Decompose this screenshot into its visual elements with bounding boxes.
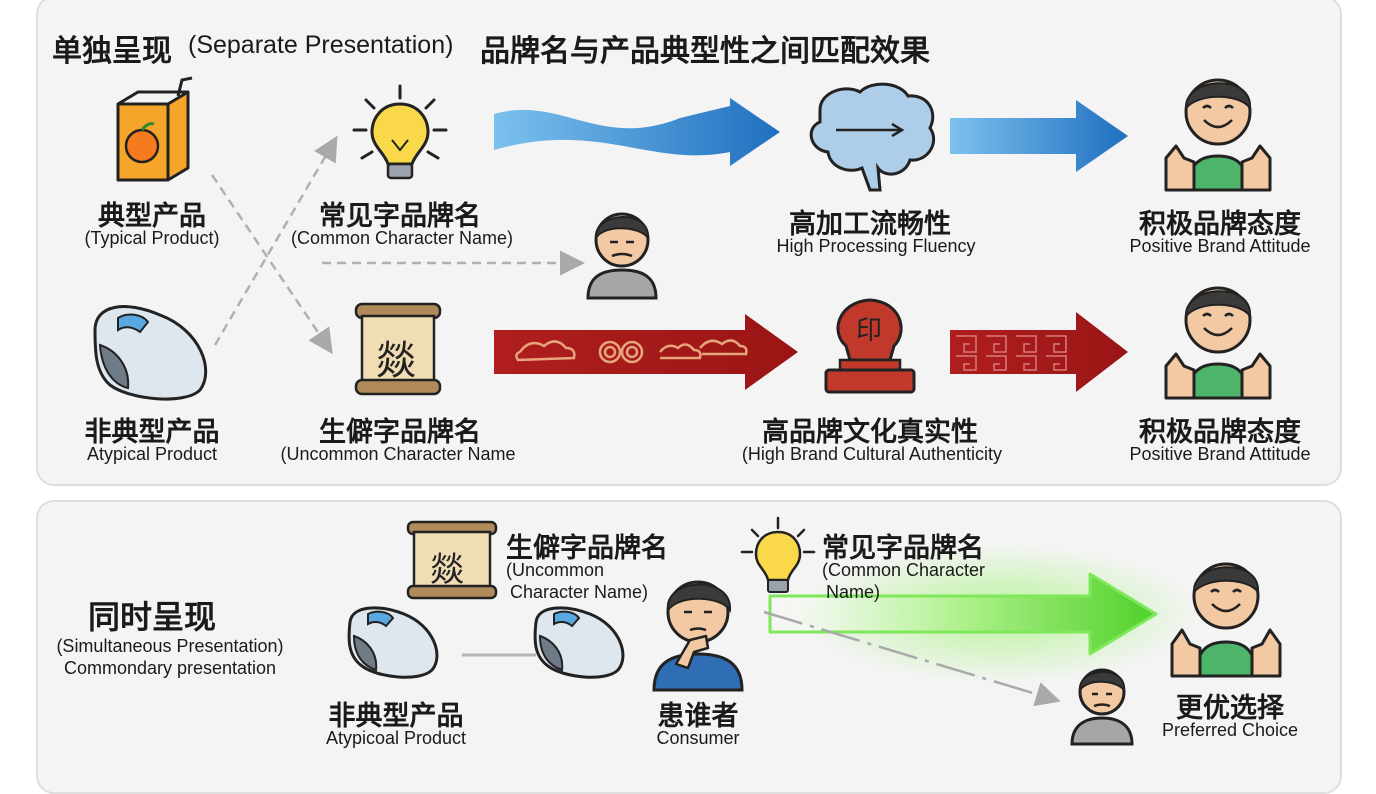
separate-presentation-panel — [36, 0, 1342, 486]
consumer-label: 患谁者 — [657, 701, 739, 732]
bottom-title-en-2: Commondary presentation — [63, 658, 277, 678]
uncommon-name-label: 生僻字品牌名 — [319, 417, 481, 448]
scroll-icon-uncommon — [354, 302, 442, 396]
attitude-label-1: 积极品牌态度 — [1139, 209, 1301, 240]
mouse-icon-atypical — [93, 305, 208, 401]
top-title-zh-2: 品牌名与产品典型性之间匹配效果 — [480, 34, 930, 69]
bottom-title-en-1: (Simultaneous Presentation) — [56, 636, 284, 656]
typical-product-en: (Typical Product) — [84, 228, 220, 248]
lightbulb-icon-bottom — [740, 516, 816, 593]
typical-product-label: 典型产品 — [98, 201, 206, 232]
atypical-product-label: 非典型产品 — [84, 417, 220, 448]
choice-label: 更优选择 — [1176, 693, 1284, 724]
neutral-person-icon-bottom — [1070, 668, 1134, 746]
dashed-cross-arrows — [210, 135, 585, 355]
dashed-arrow-to-neutral — [763, 610, 1061, 707]
brain-icon — [809, 82, 936, 192]
blue-wave-arrow — [494, 98, 780, 166]
bottom-atypical-product-label: 非典型产品 — [328, 701, 464, 732]
fluency-en: High Processing Fluency — [776, 236, 976, 256]
happy-person-icon-2 — [1164, 286, 1272, 400]
atypical-product-en: Atypical Product — [86, 444, 218, 464]
common-name-en: (Common Character Name) — [290, 228, 514, 248]
attitude-label-2: 积极品牌态度 — [1139, 417, 1301, 448]
bottom-uncommon-name-label: 生僻字品牌名 — [506, 533, 668, 564]
authenticity-en: (High Brand Cultural Authenticity — [741, 444, 1003, 464]
scroll-icon-bottom — [406, 520, 498, 600]
bottom-scroll-character: 燚 — [430, 550, 464, 590]
stamp-character: 印 — [856, 316, 883, 346]
authenticity-label: 高品牌文化真实性 — [762, 417, 978, 448]
red-cloud-arrow — [494, 314, 798, 390]
bottom-common-name-en-1: (Common Character — [822, 560, 986, 580]
top-title-en: (Separate Presentation) — [188, 31, 454, 59]
happy-person-icon-1 — [1164, 78, 1272, 192]
choice-en: Preferred Choice — [1161, 720, 1299, 740]
mouse-icon-bottom-1 — [347, 606, 439, 679]
neutral-person-icon — [586, 212, 658, 300]
consumer-en: Consumer — [656, 728, 740, 748]
fluency-label: 高加工流畅性 — [789, 209, 951, 240]
common-name-label: 常见字品牌名 — [319, 201, 481, 232]
uncommon-name-en: (Uncommon Character Name — [280, 444, 516, 464]
lightbulb-icon-common — [352, 84, 448, 180]
top-title-zh-1: 单独呈现 — [52, 34, 172, 69]
juice-box-icon — [116, 76, 193, 182]
attitude-en-2: Positive Brand Attitude — [1129, 444, 1311, 464]
diagram-graphics — [93, 76, 1282, 746]
bottom-atypical-product-en: Atypicoal Product — [325, 728, 467, 748]
bottom-common-name-en-2: Name) — [826, 582, 881, 602]
thinking-consumer-icon — [652, 580, 744, 692]
stamp-icon — [824, 298, 916, 394]
bottom-title-zh: 同时呈现 — [87, 598, 217, 636]
red-pattern-arrow — [950, 312, 1128, 392]
bottom-common-name-label: 常见字品牌名 — [822, 533, 984, 564]
attitude-en-1: Positive Brand Attitude — [1129, 236, 1311, 256]
blue-straight-arrow — [950, 100, 1128, 172]
happy-person-icon-bottom — [1170, 562, 1282, 678]
bottom-uncommon-name-en-1: (Uncommon — [506, 560, 605, 580]
scroll-character: 燚 — [376, 338, 416, 384]
bottom-uncommon-name-en-2: Character Name) — [510, 582, 649, 602]
mouse-icon-bottom-2 — [533, 606, 625, 679]
green-arrow — [768, 544, 1200, 684]
